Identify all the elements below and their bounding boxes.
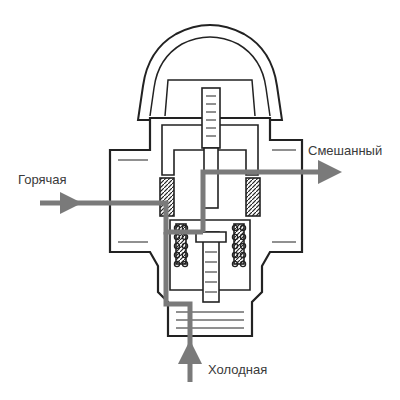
valve-part <box>174 252 179 257</box>
valve-part <box>232 243 237 248</box>
valve-part <box>240 234 245 239</box>
valve-part <box>60 192 82 214</box>
arrowheads <box>60 160 342 364</box>
outlet-label: Смешанный <box>308 143 382 158</box>
valve-part <box>182 261 187 266</box>
valve-part <box>246 178 260 216</box>
valve-part <box>205 252 217 292</box>
valve-part <box>174 243 179 248</box>
inlet-label: Холодная <box>208 362 267 377</box>
valve-part <box>182 252 187 257</box>
valve-part <box>232 261 237 266</box>
valve-part <box>174 261 179 266</box>
valve-part <box>318 160 342 184</box>
valve-part <box>206 96 216 136</box>
valve-part <box>240 252 245 257</box>
valve-part <box>110 118 302 336</box>
valve-part <box>240 225 245 230</box>
inlet-label: Горячая <box>18 172 67 187</box>
valve-internals <box>160 88 260 302</box>
valve-part <box>202 88 220 148</box>
valve-part <box>240 243 245 248</box>
valve-part <box>203 172 320 232</box>
valve-part <box>204 148 218 208</box>
valve-part <box>174 234 179 239</box>
valve-part <box>240 261 245 266</box>
valve-part <box>178 340 202 364</box>
valve-part <box>232 252 237 257</box>
flow-arrows <box>40 172 320 382</box>
valve-part <box>232 234 237 239</box>
valve-part <box>182 234 187 239</box>
valve-part <box>182 243 187 248</box>
valve-part <box>232 225 237 230</box>
valve-body <box>110 118 302 336</box>
valve-part <box>176 312 244 328</box>
